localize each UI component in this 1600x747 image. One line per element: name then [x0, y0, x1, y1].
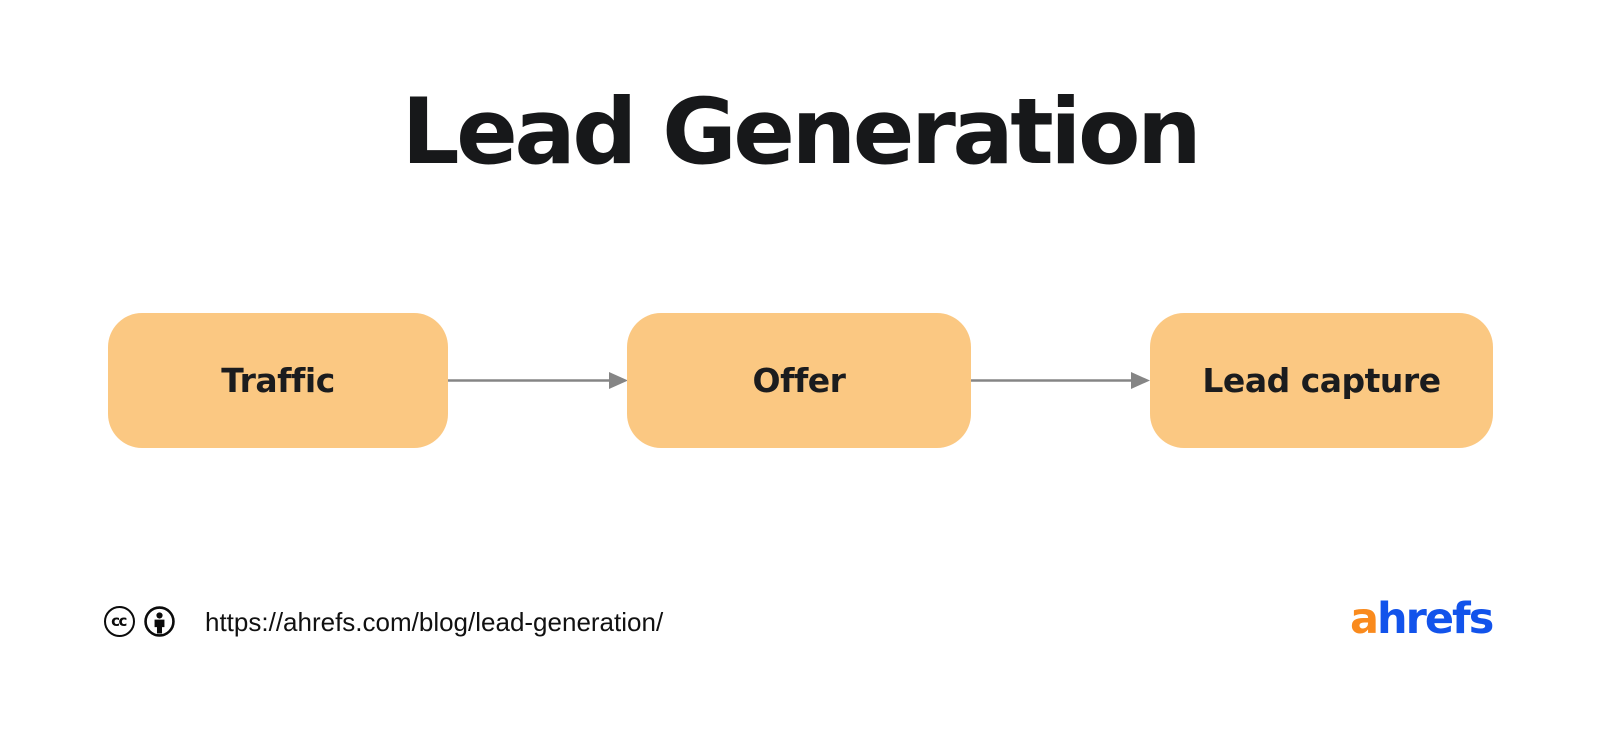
ahrefs-logo: ahrefs — [1350, 598, 1494, 642]
flow-step-traffic: Traffic — [108, 313, 448, 448]
flow-step-label: Traffic — [221, 361, 335, 400]
flow-step-lead-capture: Lead capture — [1150, 313, 1493, 448]
flow-step-label: Offer — [752, 361, 846, 400]
page-title: Lead Generation — [401, 80, 1202, 185]
attribution-icon — [144, 606, 175, 637]
flow-step-label: Lead capture — [1202, 361, 1441, 400]
ahrefs-logo-letter-a: a — [1350, 594, 1379, 644]
right-arrow-icon — [971, 372, 1150, 389]
source-url: https://ahrefs.com/blog/lead-generation/ — [205, 607, 664, 637]
flow-step-offer: Offer — [627, 313, 971, 448]
right-arrow-icon — [448, 372, 628, 389]
cc-license-badge: cc — [104, 606, 175, 637]
cc-license-icon: cc — [104, 606, 135, 637]
ahrefs-logo-rest: hrefs — [1377, 594, 1494, 644]
